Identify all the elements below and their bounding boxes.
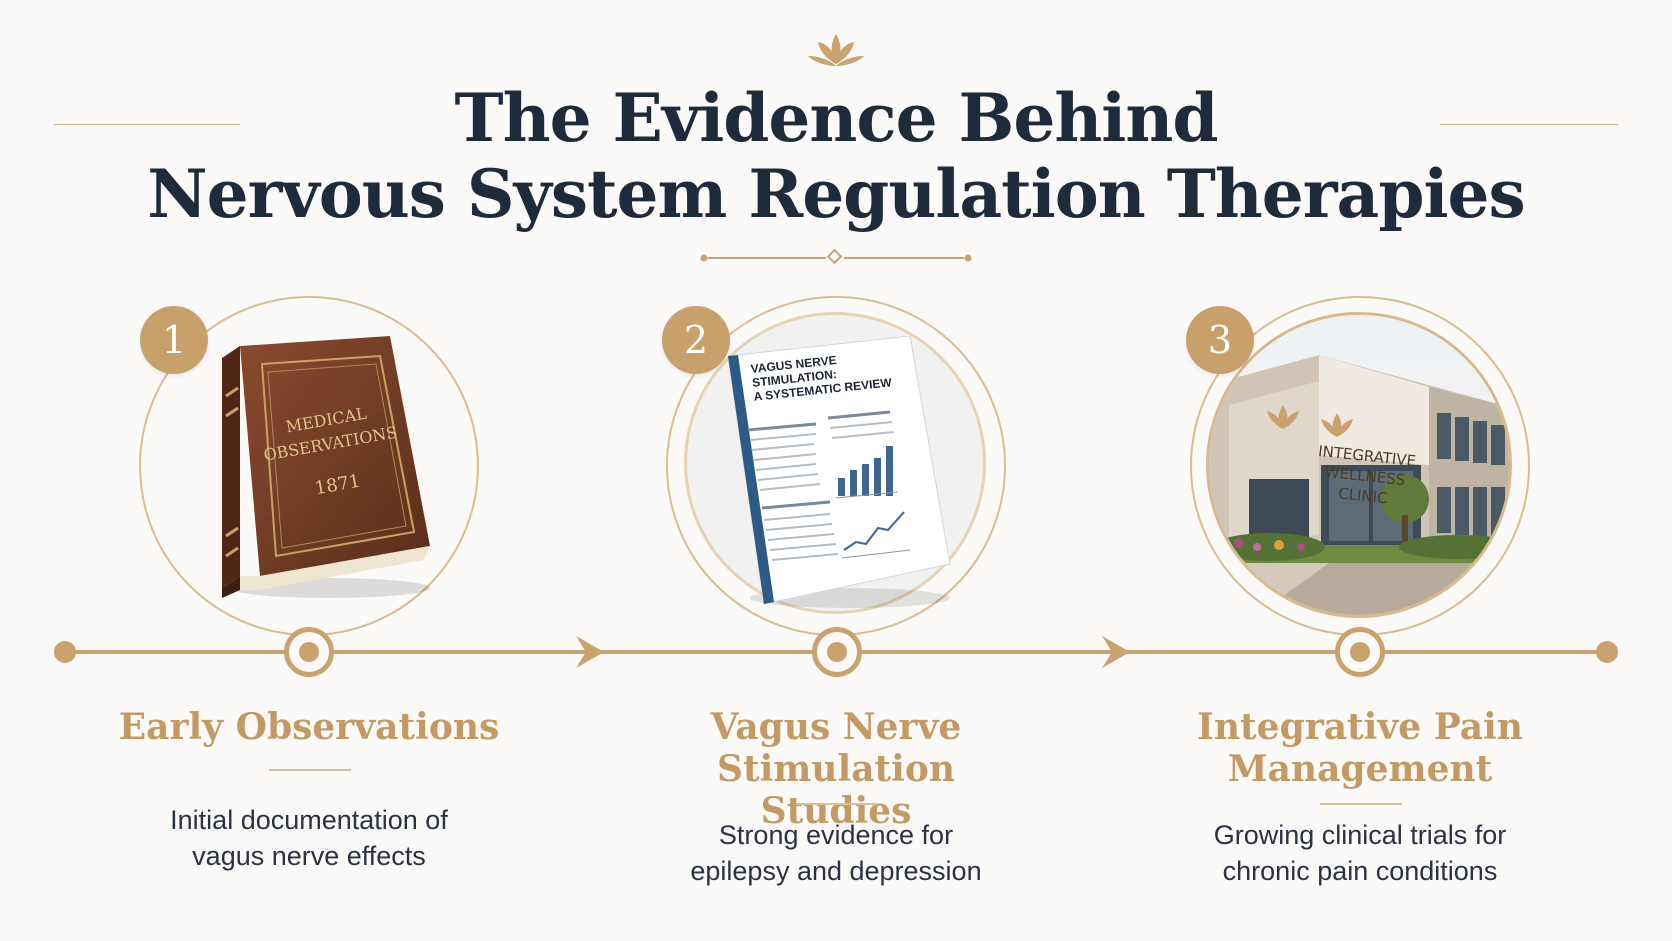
step-2-underline [796,803,878,805]
step-1-title-line-1: Early Observations [118,706,500,748]
step-3-title-line-1: Integrative Pain [1197,706,1523,748]
step-1-underline [269,769,351,771]
step-2-image: VAGUS NERVE STIMULATION: A SYSTEMATIC RE… [720,335,960,616]
title-divider [700,248,972,265]
step-3-description: Growing clinical trials for chronic pain… [1160,817,1560,889]
timeline-arrow-2-icon [1102,636,1130,668]
step-3-underline [1320,803,1402,805]
timeline-node-3 [1335,627,1385,677]
step-2-title-line-1: Vagus Nerve [710,706,962,748]
timeline-end-dot [1596,641,1618,663]
timeline-node-2 [812,627,862,677]
lotus-icon [808,34,864,66]
step-3-title: Integrative Pain Management [1160,706,1560,790]
step-1-description: Initial documentation of vagus nerve eff… [109,802,509,874]
title-line-1: The Evidence Behind [454,79,1218,157]
step-2-description-line-1: Strong evidence for [718,820,954,850]
step-2-description-line-2: epilepsy and depression [690,856,982,886]
title-line-2: Nervous System Regulation Therapies [147,155,1525,233]
step-1-description-line-1: Initial documentation of [170,805,448,835]
step-2-description: Strong evidence for epilepsy and depress… [636,817,1036,889]
timeline-arrow-1-icon [576,636,604,668]
step-1-number-badge: 1 [140,306,208,374]
right-decorative-rule [1440,124,1618,125]
step-3-title-line-2: Management [1227,748,1493,790]
step-1-title: Early Observations [109,706,509,748]
step-3-number-badge: 3 [1186,306,1254,374]
step-1-image: MEDICAL OBSERVATIONS 1871 [200,336,440,606]
step-2-title-line-2: Stimulation Studies [716,748,956,832]
step-1-description-line-2: vagus nerve effects [192,841,426,871]
page-title: The Evidence Behind Nervous System Regul… [0,80,1672,232]
timeline-node-1 [284,627,334,677]
left-decorative-rule [54,124,240,125]
step-2-title: Vagus Nerve Stimulation Studies [636,706,1036,832]
timeline-start-dot [54,641,76,663]
step-3-description-line-1: Growing clinical trials for [1213,820,1507,850]
step-3-description-line-2: chronic pain conditions [1222,856,1498,886]
step-2-number-badge: 2 [662,306,730,374]
